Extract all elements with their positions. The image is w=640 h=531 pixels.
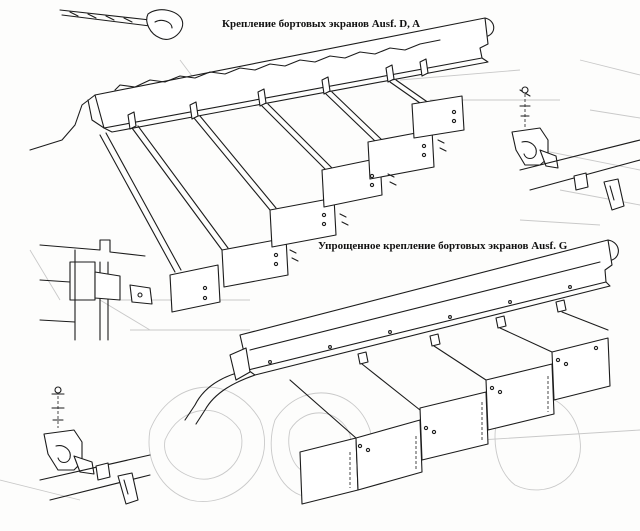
upper-mounting-rail <box>29 17 495 151</box>
lower-mounting-rail <box>184 239 619 425</box>
lower-hanging-lines <box>289 311 609 439</box>
shovel-illustration <box>59 9 184 40</box>
upper-skirt-plates <box>169 95 465 313</box>
caption-ausf-d-a: Крепление бортовых экранов Ausf. D, A <box>222 18 421 30</box>
caption-ausf-g: Упрощенное крепление бортовых экранов Au… <box>318 240 568 252</box>
lower-left-bracket-detail <box>39 386 151 505</box>
upper-support-arms <box>99 79 437 273</box>
lower-skirt-plates <box>299 337 611 505</box>
upper-right-bracket-detail <box>511 86 640 211</box>
left-hull-cutaway-detail <box>39 239 153 341</box>
